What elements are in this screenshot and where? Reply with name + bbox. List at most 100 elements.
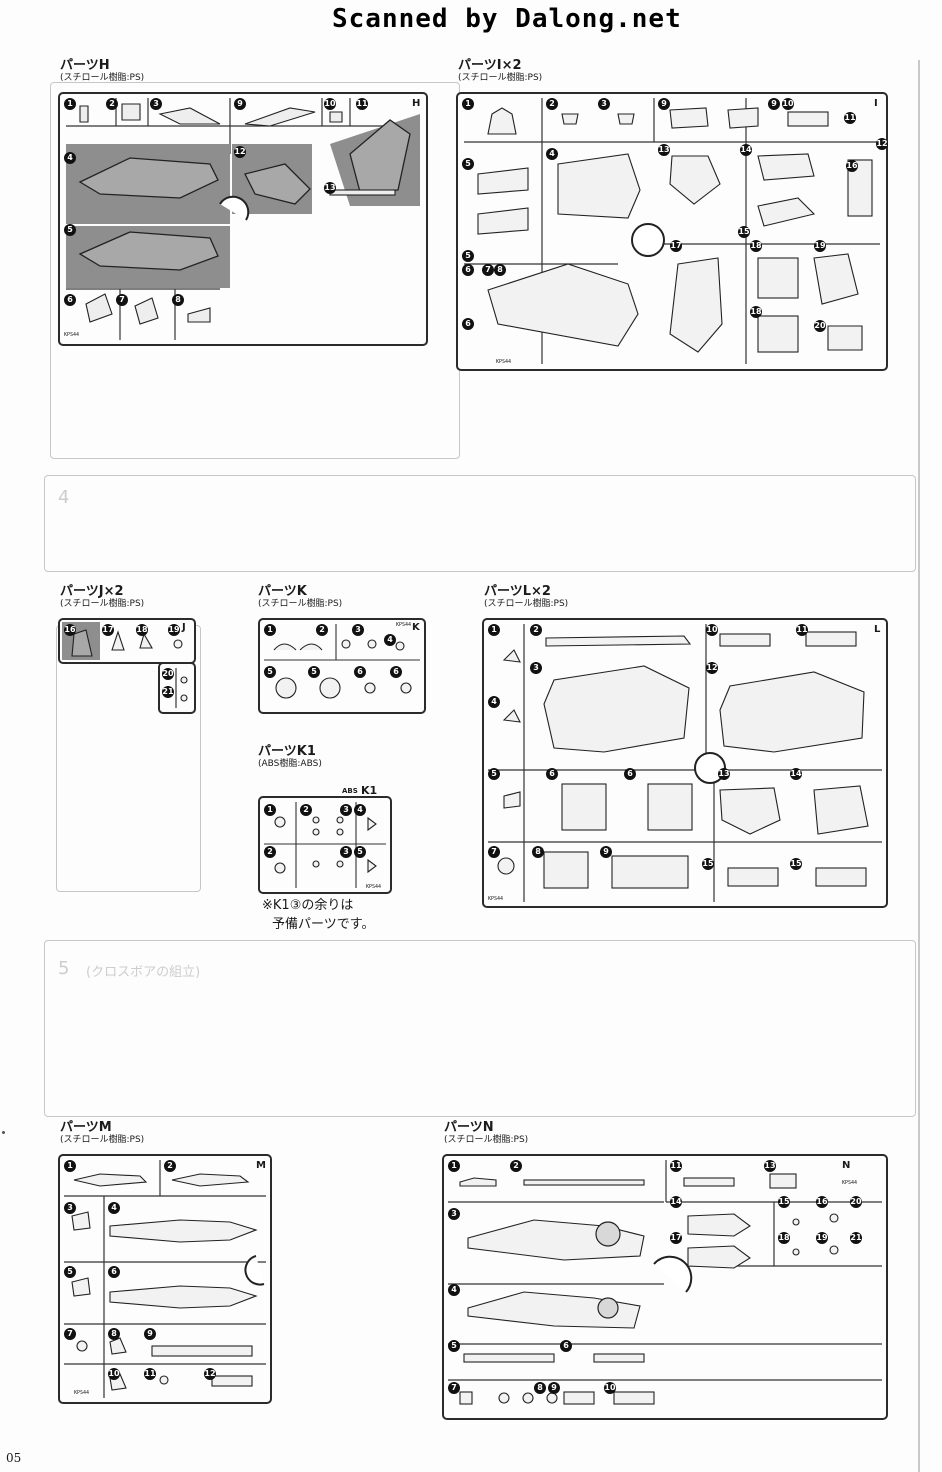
part-number-n-20: 20 (850, 1196, 862, 1208)
bleed-through-step-5-title: (クロスボアの組立) (86, 965, 201, 980)
page-edge-line (918, 60, 920, 1472)
part-number-l-6a: 6 (546, 768, 558, 780)
part-number-i-3: 3 (598, 98, 610, 110)
part-number-m-12: 12 (204, 1368, 216, 1380)
runner-k-drawing (264, 624, 420, 699)
part-number-l-2: 2 (530, 624, 542, 636)
runner-j-sub-drawing (175, 668, 188, 708)
part-number-h-8: 8 (172, 294, 184, 306)
part-number-i-6a: 6 (462, 264, 474, 276)
part-number-k-5a: 5 (264, 666, 276, 678)
panel-i-title: パーツI×2 (458, 58, 522, 73)
panel-h-header: パーツH (スチロール樹脂:PS) (60, 58, 144, 84)
part-number-i-16: 16 (846, 160, 858, 172)
part-number-m-10: 10 (108, 1368, 120, 1380)
runner-frame-i: 1 2 3 9 9 10 11 12 5 4 13 14 16 15 5 17 … (456, 92, 888, 371)
page-number: 05 (6, 1451, 22, 1465)
part-number-i-18a: 18 (750, 240, 762, 252)
panel-k-header: パーツK (スチロール樹脂:PS) (258, 584, 342, 610)
part-number-j-19: 19 (168, 624, 180, 636)
part-number-k-6a: 6 (354, 666, 366, 678)
part-number-j-16: 16 (64, 624, 76, 636)
part-number-n-18: 18 (778, 1232, 790, 1244)
part-number-l-12: 12 (706, 662, 718, 674)
part-number-i-14: 14 (740, 144, 752, 156)
part-number-h-4: 4 (64, 152, 76, 164)
part-number-i-10: 10 (782, 98, 794, 110)
part-number-m-6: 6 (108, 1266, 120, 1278)
part-number-i-19: 19 (814, 240, 826, 252)
part-number-n-16b: 19 (816, 1232, 828, 1244)
part-number-k-5b: 5 (308, 666, 320, 678)
part-number-i-5a: 5 (462, 158, 474, 170)
part-number-m-4: 4 (108, 1202, 120, 1214)
part-number-j-21: 21 (162, 686, 174, 698)
part-number-l-4: 4 (488, 696, 500, 708)
runner-code-h: KPS44 (64, 332, 80, 338)
part-number-l-14: 14 (790, 768, 802, 780)
part-number-i-13: 13 (658, 144, 670, 156)
part-number-i-7: 7 (482, 264, 494, 276)
part-number-n-5: 5 (448, 1340, 460, 1352)
runner-code-n: KPS44 (842, 1180, 858, 1186)
part-number-i-4: 4 (546, 148, 558, 160)
part-number-i-1: 1 (462, 98, 474, 110)
part-number-i-17: 17 (670, 240, 682, 252)
runner-frame-k: 1 2 3 4 5 5 6 6 K KPS44 (258, 618, 426, 714)
part-number-i-8: 8 (494, 264, 506, 276)
spare-parts-note-line-2: 予備パーツです。 (272, 917, 375, 932)
runner-frame-n: 1 2 11 13 14 15 16 20 3 17 18 19 21 4 5 … (442, 1154, 888, 1420)
part-number-j-17: 17 (102, 624, 114, 636)
part-number-m-11: 11 (144, 1368, 156, 1380)
part-number-l-15b: 15 (790, 858, 802, 870)
part-number-n-11: 11 (670, 1160, 682, 1172)
panel-h-material: (スチロール樹脂:PS) (60, 73, 145, 83)
runner-code-m: KPS44 (74, 1390, 90, 1396)
bleed-through-step-4-label: 4 (58, 487, 70, 508)
part-number-l-15a: 15 (702, 858, 714, 870)
part-number-l-1: 1 (488, 624, 500, 636)
part-number-k1-2a: 2 (300, 804, 312, 816)
part-number-i-20: 20 (814, 320, 826, 332)
runner-frame-j-sub: 20 21 (158, 662, 196, 714)
part-number-l-9: 9 (600, 846, 612, 858)
runner-abs-label-k1: ABS (342, 787, 358, 795)
part-number-l-5: 5 (488, 768, 500, 780)
panel-l-header: パーツL×2 (スチロール樹脂:PS) (484, 584, 568, 610)
runner-frame-k1: 1 2 3 4 2 3 5 KPS44 (258, 796, 392, 894)
runner-frame-j: 16 17 18 19 J (58, 618, 196, 664)
part-number-h-12: 12 (234, 146, 246, 158)
part-number-i-11: 11 (844, 112, 856, 124)
bleed-through-step-5-label: 5 (58, 958, 70, 979)
part-number-h-9: 9 (234, 98, 246, 110)
panel-k-title: パーツK (258, 584, 307, 599)
runner-code-l: KPS44 (488, 896, 504, 902)
part-number-k-6b: 6 (390, 666, 402, 678)
part-number-n-4: 4 (448, 1284, 460, 1296)
part-number-k-2: 2 (316, 624, 328, 636)
part-number-m-5: 5 (64, 1266, 76, 1278)
spare-parts-note: ※K1③の余りは 予備パーツです。 (262, 896, 374, 934)
part-number-k-1: 1 (264, 624, 276, 636)
runner-m-drawing (64, 1160, 266, 1398)
panel-k1-header: パーツK1 (ABS樹脂:ABS) (258, 744, 322, 770)
runner-frame-m: 1 2 3 4 5 6 7 8 9 10 11 12 M KPS44 (58, 1154, 272, 1404)
part-number-i-18b: 18 (750, 306, 762, 318)
runner-tag-h: H (412, 98, 421, 109)
panel-m-header: パーツM (スチロール樹脂:PS) (60, 1120, 144, 1146)
runner-frame-l: 1 2 10 11 3 12 4 5 6 6 13 14 7 8 9 15 15… (482, 618, 888, 908)
part-number-h-5: 5 (64, 224, 76, 236)
part-number-i-15: 15 (738, 226, 750, 238)
runner-h-drawing (66, 98, 420, 340)
runner-tag-k1: K1 (361, 784, 378, 797)
part-number-h-11: 11 (356, 98, 368, 110)
panel-m-material: (スチロール樹脂:PS) (60, 1135, 145, 1145)
part-number-n-13: 13 (764, 1160, 776, 1172)
bleed-through-step-4-box (44, 475, 916, 572)
bleed-through-step-5-box (44, 940, 916, 1117)
part-number-i-2: 2 (546, 98, 558, 110)
runner-j-drawing (62, 622, 183, 660)
runner-tag-j: J (182, 622, 186, 633)
panel-k1-material: (ABS樹脂:ABS) (258, 759, 322, 769)
panel-n-material: (スチロール樹脂:PS) (444, 1135, 529, 1145)
